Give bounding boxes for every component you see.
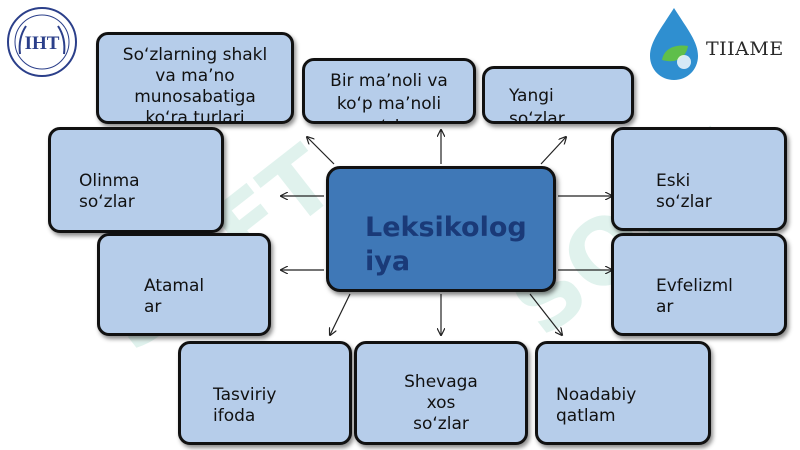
iht-logo-text: IHT	[25, 33, 60, 54]
node-shevaga-label: Shevaga xos so‘zlar	[404, 372, 478, 434]
node-atamalar: Atamal ar	[97, 233, 271, 336]
node-tasviriy-label: Tasviriy ifoda	[213, 385, 277, 426]
arrow-to-noadabiy	[529, 293, 562, 335]
tiiame-logo: TIIAME	[640, 4, 800, 84]
node-evfelizmlar: Evfelizml ar	[611, 233, 787, 336]
node-atamalar-label: Atamal ar	[144, 276, 205, 317]
node-shevaga: Shevaga xos so‘zlar	[354, 341, 528, 445]
node-noadabiy-label: Noadabiy qatlam	[556, 385, 637, 426]
node-olinma: Olinma so‘zlar	[48, 127, 224, 233]
node-tasviriy: Tasviriy ifoda	[178, 341, 352, 445]
center-node-label: Leksikolog iya	[365, 212, 527, 277]
iht-logo: IHT	[7, 7, 77, 77]
node-eski-label: Eski so‘zlar	[656, 171, 712, 212]
node-shakl-manoli: So‘zlarning shakl va ma’no munosabatiga …	[96, 32, 294, 124]
node-bir-manoli: Bir ma’noli va ko‘p ma’noli so‘zlar	[302, 58, 476, 124]
tiiame-logo-text: TIIAME	[706, 38, 784, 60]
node-bir-manoli-label: Bir ma’noli va ko‘p ma’noli so‘zlar	[330, 71, 448, 121]
arrow-to-shakl	[307, 137, 335, 165]
arrow-to-tasviriy	[330, 293, 351, 335]
node-eski: Eski so‘zlar	[611, 127, 787, 231]
node-yangi-label: Yangi so‘zlar	[509, 86, 565, 124]
node-noadabiy: Noadabiy qatlam	[535, 341, 711, 445]
arrow-to-yangi	[540, 137, 566, 165]
node-shakl-label: So‘zlarning shakl va ma’no munosabatiga …	[122, 45, 268, 124]
center-node-leksikologiya: Leksikolog iya	[326, 166, 556, 292]
node-evfelizmlar-label: Evfelizml ar	[656, 276, 733, 317]
water-drop-icon	[650, 8, 698, 80]
node-olinma-label: Olinma so‘zlar	[79, 171, 140, 212]
node-yangi: Yangi so‘zlar	[482, 66, 634, 124]
